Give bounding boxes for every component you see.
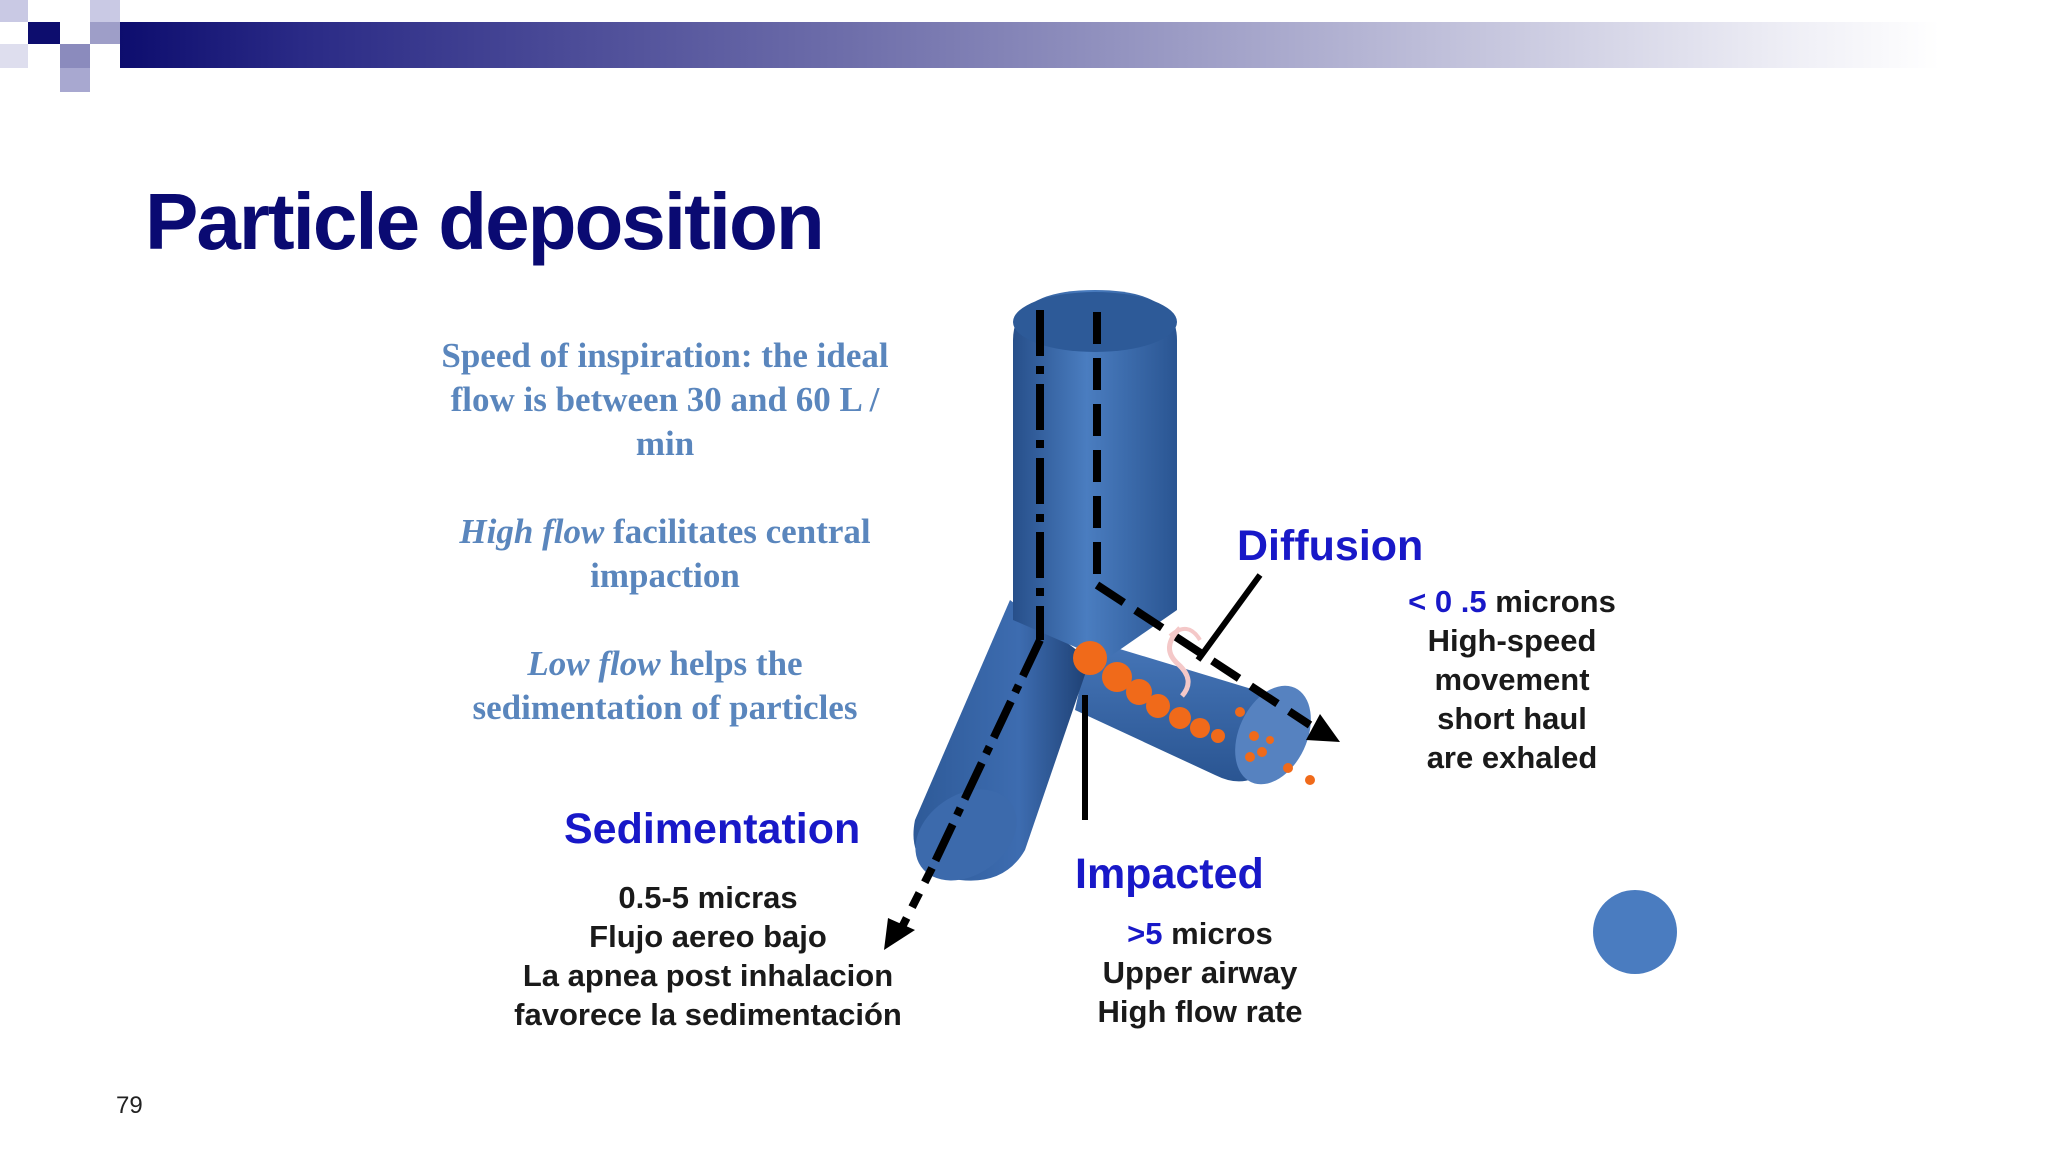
particle <box>1073 641 1107 675</box>
decorative-blue-dot <box>1593 890 1677 974</box>
diffusion-line: short haul <box>1437 701 1587 736</box>
impacted-label: Impacted <box>1075 850 1264 898</box>
header-square-decor <box>0 0 28 22</box>
inspiration-speed-line: Speed of inspiration: the ideal <box>441 336 889 375</box>
particle <box>1266 736 1274 744</box>
slide-title: Particle deposition <box>145 177 825 266</box>
sedimentation-line: La apnea post inhalacion <box>522 958 894 993</box>
diffusion-size-suffix: microns <box>1486 584 1616 619</box>
header-square-decor <box>60 68 90 92</box>
impacted-line: High flow rate <box>1097 994 1303 1029</box>
impacted-size-suffix: micros <box>1162 916 1273 951</box>
sedimentation-flow-line <box>894 866 936 937</box>
particle <box>1211 729 1225 743</box>
diffusion-line: are exhaled <box>1426 740 1598 775</box>
high-flow-rest: facilitates central <box>604 512 871 551</box>
sedimentation-line: 0.5-5 micras <box>618 880 798 915</box>
particle <box>1283 763 1293 773</box>
particle <box>1146 694 1170 718</box>
inspiration-speed-text: Speed of inspiration: the ideal flow is … <box>385 334 945 466</box>
high-flow-text: High flow facilitates central impaction <box>385 510 945 598</box>
inspiration-speed-line: flow is between 30 and 60 L / <box>450 380 880 419</box>
particle <box>1249 731 1259 741</box>
header-square-decor <box>28 22 60 44</box>
page-number: 79 <box>116 1092 143 1119</box>
sedimentation-flow-line <box>928 638 1044 870</box>
particle <box>1257 747 1267 757</box>
diffusion-flow-line <box>1094 581 1313 729</box>
diffusion-line: High-speed <box>1427 623 1597 658</box>
particle <box>1190 718 1210 738</box>
sedimentation-description: 0.5-5 micras Flujo aereo bajo La apnea p… <box>468 878 948 1034</box>
header-gradient-bar <box>120 22 1940 68</box>
particle <box>1235 707 1245 717</box>
diffusion-label: Diffusion <box>1237 522 1424 570</box>
impacted-description: >5 micros Upper airway High flow rate <box>1060 914 1340 1031</box>
particle-stream <box>1073 641 1315 785</box>
diffusion-pointer-line <box>1195 573 1263 662</box>
sedimentation-line: Flujo aereo bajo <box>589 919 827 954</box>
low-flow-line: sedimentation of particles <box>472 688 858 727</box>
low-flow-rest: helps the <box>660 644 803 683</box>
high-flow-emphasis: High flow <box>459 512 605 551</box>
diffusion-size-prefix: < 0 .5 <box>1408 584 1487 619</box>
particle <box>1169 707 1191 729</box>
low-flow-text: Low flow helps the sedimentation of part… <box>385 642 945 730</box>
inspiration-speed-line: min <box>635 424 695 463</box>
particle <box>1305 775 1315 785</box>
particle <box>1126 679 1152 705</box>
header-square-decor <box>60 44 90 68</box>
diffusion-arrowhead <box>1306 714 1340 742</box>
header-square-decor <box>90 0 120 22</box>
brownian-motion-icon <box>1168 627 1202 642</box>
high-flow-line: impaction <box>590 556 740 595</box>
impacted-line: Upper airway <box>1102 955 1298 990</box>
impacted-size-prefix: >5 <box>1127 916 1163 951</box>
sedimentation-arrowhead <box>884 918 915 950</box>
low-flow-emphasis: Low flow <box>527 644 661 683</box>
sedimentation-label: Sedimentation <box>564 805 861 853</box>
particle <box>1245 752 1255 762</box>
header-square-decor <box>90 22 120 44</box>
left-bronchus <box>913 600 1090 881</box>
particle <box>1102 662 1132 692</box>
header-square-decor <box>0 44 28 68</box>
sedimentation-line: favorece la sedimentación <box>514 997 902 1032</box>
diffusion-description: < 0 .5 microns High-speed movement short… <box>1380 582 1644 777</box>
brownian-motion-icon <box>1167 626 1191 698</box>
diffusion-line: movement <box>1434 662 1590 697</box>
